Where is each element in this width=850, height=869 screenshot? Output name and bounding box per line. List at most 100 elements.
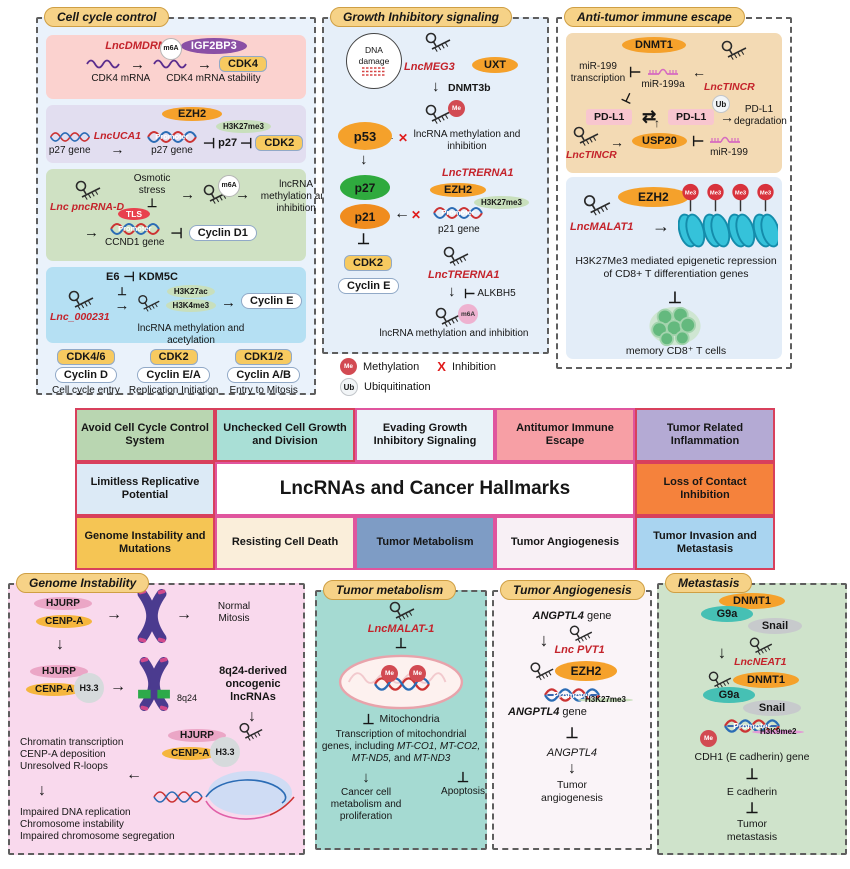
mir199-transcription-label: miR-199 transcription	[570, 61, 626, 84]
m6a-mark: m6A	[458, 304, 478, 324]
ezh2-protein: EZH2	[554, 661, 618, 681]
inhibit-down-icon: ⊥	[117, 286, 127, 298]
lncrna-hairpin-icon	[749, 637, 773, 656]
inhibition-legend-label: Inhibition	[451, 360, 496, 373]
mito-genes-part: Transcription of mitochondrial genes,	[321, 729, 467, 752]
lncuca1-label: LncUCA1	[93, 129, 141, 142]
hallmark-cell: Evading Growth Inhibitory Signaling	[355, 408, 495, 462]
methylation-result-label: lncRNA methylation and inhibition	[260, 179, 332, 214]
lncdmdrmr-label: LncDMDRMR	[105, 40, 175, 52]
hallmark-cell: Tumor Invasion and Metastasis	[635, 516, 775, 570]
panel-title-cell-cycle: Cell cycle control	[44, 7, 170, 27]
lncrna-hairpin-icon	[425, 32, 451, 53]
cyclin-e-pill: Cyclin E	[241, 293, 303, 309]
inhibit-right-icon: ⊣	[202, 134, 216, 151]
arrow-right-icon: →	[114, 297, 130, 314]
malat1-box: EZH2 LncMALAT1 → Me3 Me3 Me3 Me3 H3K27Me…	[566, 177, 782, 359]
mtdna-icon	[373, 677, 431, 691]
kdm5c-label: KDM5C	[138, 270, 178, 283]
promoter-box: Promoter	[547, 691, 597, 699]
uca1-box: EZH2 H3K27me3 p27 gene LncUCA1 → Promote…	[46, 105, 306, 163]
lnc000231-label: Lnc_000231	[50, 311, 110, 323]
memory-t-cells-icon	[649, 306, 701, 347]
g9a-protein: G9a	[700, 606, 754, 622]
angptl4-label: ANGPTL4	[546, 747, 598, 759]
h3k27me3-tag: H3K27me3	[578, 696, 633, 704]
lncpvt1-label: Lnc PVT1	[554, 644, 605, 656]
inhibit-down-icon: ⊥	[745, 800, 759, 817]
memory-t-cells-label: memory CD8⁺ T cells	[625, 345, 727, 357]
arrow-right-icon: →	[130, 55, 146, 73]
pncrna-box: Lnc pncRNA-D Osmotic stress ⊥ → m6A → ln…	[46, 169, 331, 261]
nucleosome-stack-icon: Me3 Me3 Me3 Me3	[678, 183, 778, 248]
p27-label: p27	[218, 136, 238, 149]
inhibition-cross-icon: ✕	[411, 208, 422, 222]
cdk4-stability-label: CDK4 mRNA stability	[166, 73, 261, 84]
cdk2-box: CDK2	[344, 255, 392, 271]
panel-title-immune: Anti-tumor immune escape	[564, 7, 745, 27]
mirna-icon	[709, 136, 741, 143]
arrow-right-icon: →	[110, 678, 126, 695]
inhibit-down-icon: ⊥	[146, 196, 158, 210]
gene-word: gene	[586, 610, 612, 622]
pdl1-ub-node: PD-L1	[668, 109, 715, 125]
immune-escape-panel: Anti-tumor immune escape DNMT1 miR-199 t…	[556, 7, 792, 369]
dna-damage-circle: DNA damage	[346, 33, 402, 89]
cell-cycle-entry-label: Cell cycle entry	[52, 385, 120, 396]
h3k27me3-tag: H3K27me3	[216, 120, 271, 133]
dnmt3b-label: DNMT3b	[448, 82, 491, 94]
cenpa-protein: CENP-A	[162, 747, 219, 760]
e6-label: E6	[106, 270, 120, 283]
ezh2-protein: EZH2	[618, 187, 689, 207]
h3k27ac-tag: H3K27ac	[166, 285, 215, 298]
h3k9me2-tag: H3K9me2	[752, 728, 805, 736]
tumor-angiogenesis-panel: Tumor Angiogenesis ANGPTL4 gene ↓ Lnc PV…	[492, 580, 652, 850]
lncrna-hairpin-icon	[530, 662, 554, 681]
lncrna-hairpin-icon	[583, 195, 611, 217]
hallmark-cell: Resisting Cell Death	[215, 516, 355, 570]
pdl1-box: DNMT1 miR-199 transcription ⊢ miR-199a ←…	[566, 33, 787, 173]
arrow-down-icon: ↓	[248, 708, 256, 725]
arrow-right-icon: →	[652, 216, 670, 236]
inhibit-right-icon: ⊣	[123, 269, 135, 284]
e-cadherin-label: E cadherin	[726, 786, 778, 798]
figure-legend: Me Methylation X Inhibition Ub Ubiquitin…	[340, 358, 550, 396]
entry-to-mitosis-label: Entry to Mitosis	[229, 385, 298, 396]
g9a-protein: G9a	[702, 687, 756, 703]
angptl4-gene-label: ANGPTL4 gene	[508, 706, 587, 718]
mito-genes-italic: MT-CO1, MT-CO2, MT-ND5,	[351, 741, 481, 764]
hjurp-protein: HJURP	[30, 665, 88, 678]
lnctrerna1-label: LncTRERNA1	[442, 167, 514, 179]
p27-node: p27	[340, 175, 390, 200]
tumor-metastasis-label: Tumor metastasis	[726, 818, 778, 843]
pdl1-node: PD-L1	[586, 109, 633, 125]
panel-title-growth: Growth Inhibitory signaling	[330, 7, 512, 27]
p27-gene-label: p27 gene	[48, 145, 91, 156]
cdk2-box: CDK2	[149, 349, 198, 365]
promoter-box: Promoter	[727, 722, 777, 730]
svg-text:Me3: Me3	[760, 190, 771, 196]
h33-histone: H3.3	[74, 673, 104, 703]
dnmt1-protein: DNMT1	[719, 593, 785, 609]
cyclin-ea-pill: Cyclin E/A	[137, 367, 210, 383]
growth-inhibitory-panel: Growth Inhibitory signaling DNA damage L…	[322, 7, 549, 354]
arrow-down-icon: ↓	[717, 642, 727, 662]
arrow-right-icon: →	[106, 606, 122, 623]
mir199-label: miR-199	[710, 147, 748, 158]
hallmark-cell: Genome Instability and Mutations	[75, 516, 215, 570]
snail-protein: Snail	[747, 618, 803, 634]
me-legend-icon: Me	[340, 358, 357, 375]
meth-inhibition-label: lncRNA methylation and inhibition	[379, 328, 529, 339]
methylation-legend-label: Methylation	[363, 360, 420, 373]
inhibit-down-icon: ⊥	[668, 290, 682, 307]
inhibit-down-icon: ⊥	[357, 231, 371, 248]
effect-line: Impaired chromosome segregation	[20, 831, 175, 842]
oncogenic-lncrnas-label: 8q24-derived oncogenic lncRNAs	[219, 665, 287, 704]
ub-legend-icon: Ub	[340, 378, 358, 396]
lncmeg3-label: LncMEG3	[404, 61, 455, 73]
arrow-right-icon: →	[176, 606, 192, 623]
me-mark: Me	[409, 665, 426, 682]
lncmalat1-label: LncMALAT-1	[367, 623, 435, 635]
chromosome-icon	[132, 589, 172, 643]
chromosome-8q24-icon	[134, 657, 174, 711]
